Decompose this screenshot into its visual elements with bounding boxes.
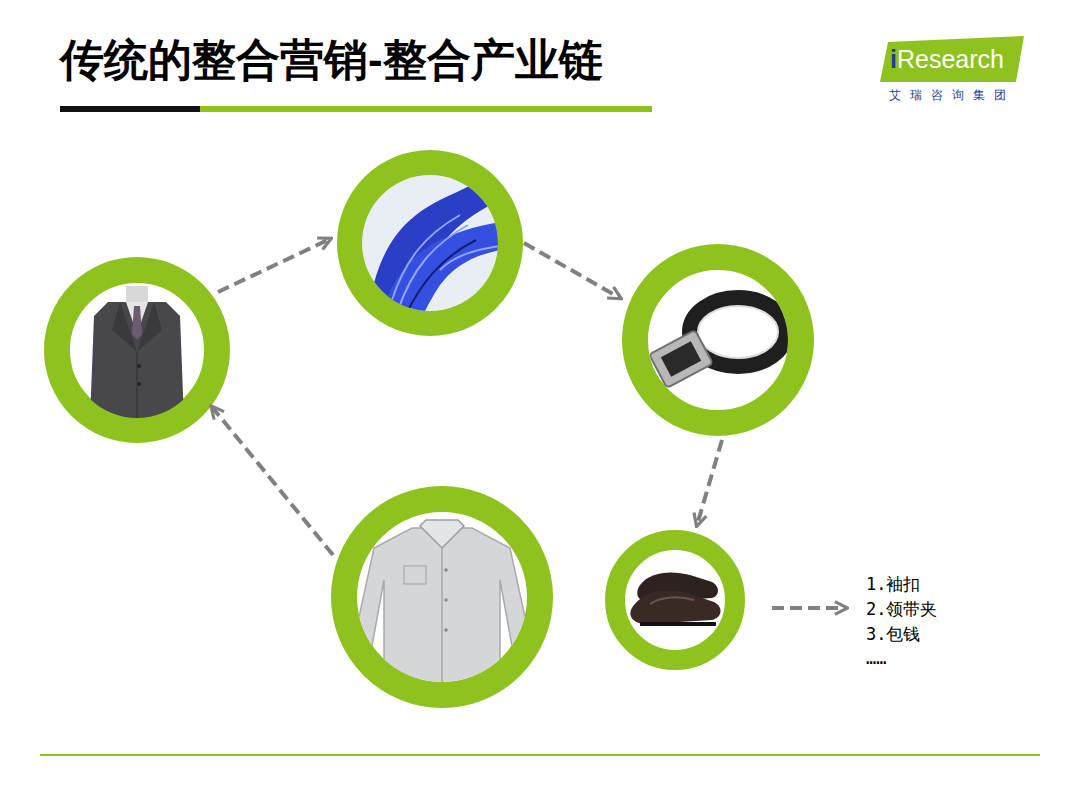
title-rule [200,106,652,112]
logo-subtitle: 艾瑞咨询集团 [889,89,1015,101]
title-rule [60,106,202,112]
tie-picture [360,170,500,320]
logo-text: iResearch [890,47,1004,72]
flow-arrow [212,239,846,608]
list-item: 3.包钱 [866,624,920,644]
list-item: 1.袖扣 [866,574,920,594]
page-title: 传统的整合营销-整合产业链 [60,34,603,87]
shirt-picture [354,520,530,690]
product-ring [57,163,801,695]
logo-plate [880,36,1024,82]
list-item: …… [866,648,886,668]
shoes-picture [630,572,720,626]
footer-rule [40,754,1040,756]
suit-picture [90,286,184,420]
list-item: 2.领带夹 [866,599,937,619]
belt-picture [649,298,786,388]
